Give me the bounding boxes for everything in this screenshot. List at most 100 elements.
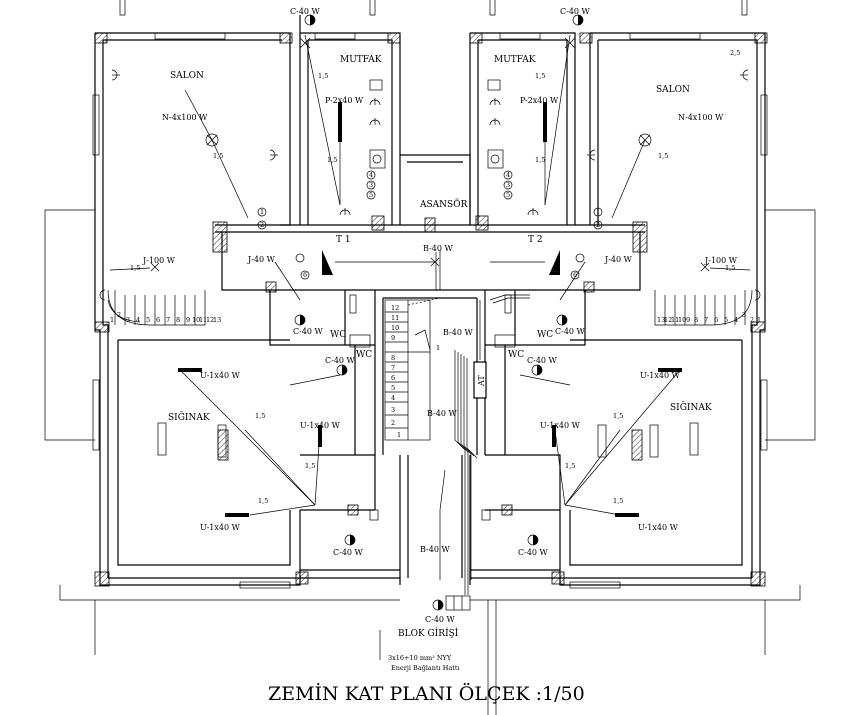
svg-text:9: 9 xyxy=(391,334,395,342)
svg-text:1: 1 xyxy=(110,316,114,324)
fixture-label: C-40 W xyxy=(555,327,586,336)
svg-text:3: 3 xyxy=(391,406,395,414)
svg-text:13: 13 xyxy=(213,316,221,324)
ceiling-lamp-icon xyxy=(564,37,576,49)
svg-text:10: 10 xyxy=(678,316,686,324)
fluorescent-lamp-icon xyxy=(225,513,249,517)
page-title: ZEMİN KAT PLANI ÖLÇEK :1/50 xyxy=(268,682,585,705)
svg-text:1,5: 1,5 xyxy=(255,412,265,420)
circled-markers xyxy=(257,170,603,280)
cable-note-line1: 3x16+10 mm² NYY xyxy=(388,654,452,662)
dimension-labels: 1,5 1,5 1,5 1,5 1,5 1,5 1,5 1,5 1,5 1,5 … xyxy=(130,49,740,505)
fluorescent-lamp-icon xyxy=(338,102,342,142)
svg-text:1,5: 1,5 xyxy=(213,152,223,160)
svg-text:5: 5 xyxy=(724,316,728,324)
wall-lamp-icon xyxy=(344,534,356,546)
room-label-salon-left: SALON xyxy=(170,71,204,81)
fixture-label: J-100 W xyxy=(704,256,738,265)
ceiling-lamp-icon xyxy=(150,262,160,272)
svg-text:9: 9 xyxy=(186,316,190,324)
svg-text:4: 4 xyxy=(136,316,140,324)
ceiling-lamp-icon xyxy=(205,133,219,147)
fixture-label: C-40 W xyxy=(518,548,549,557)
svg-text:6: 6 xyxy=(573,271,577,279)
fixture-label: P-2x40 W xyxy=(520,96,559,105)
socket-icon xyxy=(369,98,381,106)
svg-text:1: 1 xyxy=(596,208,600,216)
fixture-label: C-40 W xyxy=(290,7,321,16)
svg-text:5: 5 xyxy=(146,316,150,324)
svg-text:13: 13 xyxy=(657,316,665,324)
fixture-label: B-40 W xyxy=(427,409,457,418)
room-label-wc-1: WC xyxy=(330,330,346,340)
svg-text:7: 7 xyxy=(166,316,170,324)
wall-lamp-icon xyxy=(531,364,543,376)
fixture-label: U-1x40 W xyxy=(638,523,679,532)
svg-text:3: 3 xyxy=(742,311,746,319)
svg-text:10: 10 xyxy=(192,316,200,324)
svg-text:2: 2 xyxy=(117,311,121,319)
structural-columns xyxy=(94,32,768,587)
socket-icon xyxy=(527,208,539,216)
svg-text:6: 6 xyxy=(303,271,307,279)
svg-text:1,5: 1,5 xyxy=(130,264,140,272)
svg-text:12: 12 xyxy=(664,316,672,324)
svg-text:1,5: 1,5 xyxy=(658,152,668,160)
socket-icon xyxy=(111,69,120,81)
svg-text:5: 5 xyxy=(391,384,395,392)
svg-text:7: 7 xyxy=(391,364,395,372)
socket-icon xyxy=(339,208,351,216)
wall-lamp-icon xyxy=(527,534,539,546)
svg-text:1,5: 1,5 xyxy=(535,156,545,164)
svg-text:2: 2 xyxy=(391,419,395,427)
svg-text:1,5: 1,5 xyxy=(258,497,268,505)
circled-marker-labels: 1 2 4 3 5 4 3 5 6 6 1 2 xyxy=(260,171,600,279)
panel-label-at: AT xyxy=(477,375,486,387)
fixture-label: B-40 W xyxy=(423,244,453,253)
kitchen-fixtures xyxy=(349,79,516,611)
svg-text:1,5: 1,5 xyxy=(725,264,735,272)
svg-text:4: 4 xyxy=(369,171,373,179)
fixture-label: C-40 W xyxy=(527,356,558,365)
socket-icon xyxy=(489,98,501,106)
svg-text:1,5: 1,5 xyxy=(565,462,575,470)
fixture-labels: C-40 W C-40 W P-2x40 W P-2x40 W N-4x100 … xyxy=(142,7,738,624)
svg-text:1,5: 1,5 xyxy=(305,462,315,470)
svg-text:8: 8 xyxy=(391,354,395,362)
panel-label-t2: T 2 xyxy=(528,235,543,245)
ceiling-lamp-icon xyxy=(430,257,440,267)
svg-text:5: 5 xyxy=(506,191,510,199)
fixture-label: U-1x40 W xyxy=(540,421,581,430)
room-label-wc-3: WC xyxy=(537,330,553,340)
socket-icon xyxy=(269,149,278,161)
stair-center xyxy=(384,297,441,441)
svg-text:2,5: 2,5 xyxy=(730,49,740,57)
svg-text:3: 3 xyxy=(369,181,373,189)
svg-text:4: 4 xyxy=(391,394,395,402)
fixture-label: C-40 W xyxy=(425,615,456,624)
wall-lamp-icon xyxy=(336,364,348,376)
panel-label-t1: T 1 xyxy=(336,235,351,245)
svg-text:5: 5 xyxy=(369,191,373,199)
svg-text:12: 12 xyxy=(206,316,214,324)
svg-text:11: 11 xyxy=(199,316,207,324)
svg-text:1,5: 1,5 xyxy=(327,156,337,164)
ceiling-lamp-icon xyxy=(700,262,710,272)
fixture-label: B-40 W xyxy=(420,545,450,554)
room-label-asansor: ASANSÖR xyxy=(419,198,468,210)
svg-text:10: 10 xyxy=(391,324,399,332)
svg-text:1: 1 xyxy=(757,316,761,324)
fluorescent-lamp-icon xyxy=(615,513,639,517)
stair-left xyxy=(107,289,206,326)
svg-text:1,5: 1,5 xyxy=(613,497,623,505)
fixture-label: C-40 W xyxy=(325,356,356,365)
stair-numbers-left: 1 2 3 4 5 6 7 8 9 10 11 12 13 xyxy=(110,311,221,324)
stair-numbers-right: 13 12 11 10 9 8 7 6 5 4 3 2 1 xyxy=(657,311,761,324)
wall-lamp-icon xyxy=(432,599,444,611)
fixture-label: C-40 W xyxy=(293,327,324,336)
lamp-symbols xyxy=(99,14,761,611)
cable-note-line2: Enerji Bağlantı Hattı xyxy=(391,664,460,672)
socket-icon xyxy=(369,118,381,126)
svg-text:1,5: 1,5 xyxy=(318,72,328,80)
